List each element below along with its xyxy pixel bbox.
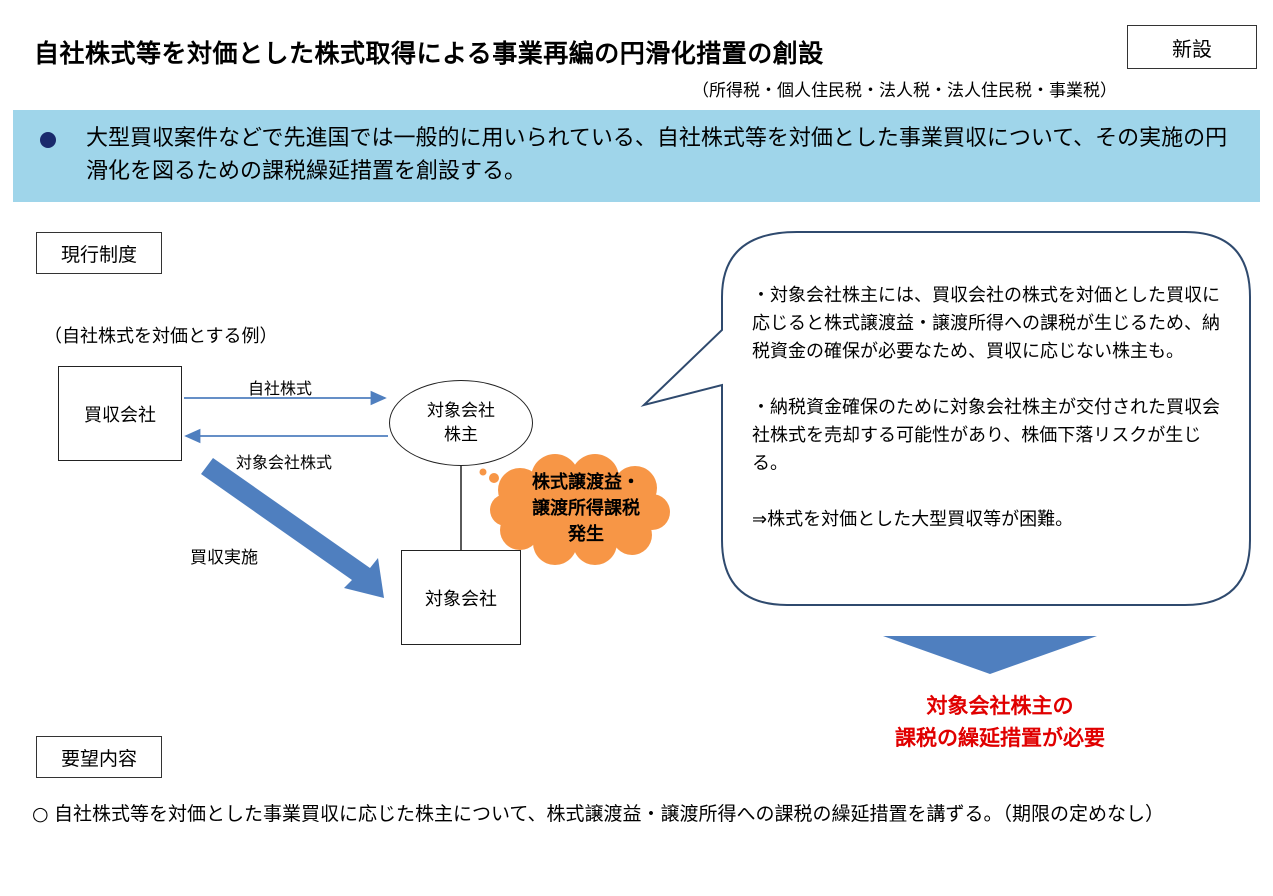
new-badge: 新設 — [1127, 25, 1257, 69]
target-shareholder-ellipse: 対象会社 株主 — [389, 380, 533, 466]
own-stock-label: 自社株式 — [248, 379, 313, 398]
conclusion-down-arrow — [883, 636, 1097, 674]
shareholder-label-line2: 株主 — [444, 425, 478, 445]
target-company-box: 対象会社 — [401, 550, 521, 645]
speech-bubble — [640, 231, 1251, 606]
request-body: 自社株式等を対価とした事業買収に応じた株主について、株式譲渡益・譲渡所得への課税… — [54, 803, 1164, 825]
shareholder-label-line1: 対象会社 — [427, 401, 495, 421]
current-system-label: 現行制度 — [36, 232, 162, 274]
bubble-text: ・対象会社株主には、買収会社の株式を対価とした買収に応じると株式譲渡益・譲渡所得… — [752, 282, 1222, 534]
target-stock-label: 対象会社株式 — [236, 453, 333, 472]
bubble-paragraph-2: ・納税資金確保のために対象会社株主が交付された買収会社株式を売却する可能性があり… — [752, 397, 1220, 474]
summary-band — [13, 110, 1260, 202]
summary-text: 大型買収案件などで先進国では一般的に用いられている、自社株式等を対価とした事業買… — [86, 126, 1228, 184]
request-text: ○ 自社株式等を対価とした事業買収に応じた株主について、株式譲渡益・譲渡所得への… — [32, 800, 1252, 828]
bubble-paragraph-3: ⇒株式を対価とした大型買収等が困難。 — [752, 509, 1074, 530]
tax-cloud-text: 株式譲渡益・ 譲渡所得課税 発生 — [497, 470, 675, 548]
request-mark-icon: ○ — [32, 803, 49, 825]
tax-cloud-line3: 発生 — [568, 524, 604, 545]
request-label: 要望内容 — [36, 736, 162, 778]
page-title: 自社株式等を対価とした株式取得による事業再編の円滑化措置の創設 — [34, 39, 824, 68]
acquisition-label: 買収実施 — [190, 548, 258, 568]
example-note: （自社株式を対価とする例） — [44, 326, 278, 347]
conclusion-line1: 対象会社株主の — [926, 694, 1074, 718]
conclusion-text: 対象会社株主の 課税の繰延措置が必要 — [850, 690, 1150, 754]
acquirer-company-box: 買収会社 — [58, 366, 182, 461]
acquisition-arrow — [201, 458, 384, 598]
conclusion-line2: 課税の繰延措置が必要 — [895, 726, 1105, 750]
summary-bullet-icon — [40, 132, 56, 148]
tax-cloud — [479, 454, 670, 565]
tax-cloud-line2: 譲渡所得課税 — [532, 498, 640, 519]
tax-scope-subtitle: （所得税・個人住民税・法人税・法人住民税・事業税） — [692, 81, 1117, 101]
bubble-paragraph-1: ・対象会社株主には、買収会社の株式を対価とした買収に応じると株式譲渡益・譲渡所得… — [752, 285, 1220, 362]
tax-cloud-line1: 株式譲渡益・ — [532, 472, 640, 493]
